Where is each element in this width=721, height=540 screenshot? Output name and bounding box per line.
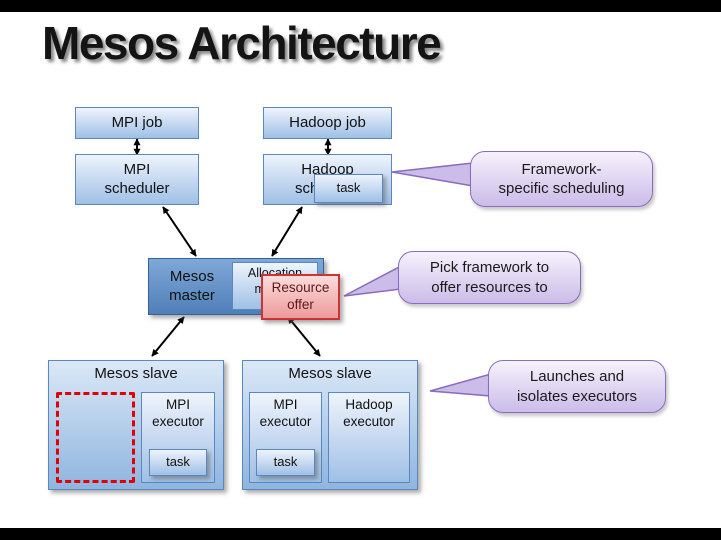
arrow-master-slave-right <box>287 316 321 357</box>
node-mpi-executor-right-label: MPI executor <box>259 397 312 429</box>
node-scheduler-task-label: task <box>336 180 361 196</box>
callout-launches-text: Launches and isolates executors <box>516 368 638 405</box>
bottom-black-bar <box>0 528 721 540</box>
callout-tail-framework <box>391 162 474 187</box>
callout-tail-launches <box>429 373 492 397</box>
callout-framework-text: Framework- specific scheduling <box>498 160 625 198</box>
node-mpi-executor-left-label: MPI executor <box>152 397 204 429</box>
node-mesos-slave-right-label: Mesos slave <box>288 365 372 382</box>
empty-executor-slot-dashed-outline <box>56 392 135 483</box>
node-mesos-master-label: Mesos master <box>169 267 215 304</box>
arrow-mpi-scheduler-master <box>162 206 197 257</box>
callout-tail-pick <box>343 264 402 297</box>
node-hadoop-executor: Hadoop executor <box>328 392 410 483</box>
node-hadoop-job: Hadoop job <box>263 107 392 139</box>
node-resource-offer-label: Resource offer <box>271 280 330 312</box>
node-mesos-slave-left-label: Mesos slave <box>94 365 178 382</box>
node-resource-offer: Resource offer <box>261 274 340 320</box>
node-task-left-label: task <box>166 454 190 470</box>
node-hadoop-executor-label: Hadoop executor <box>343 397 395 429</box>
callout-framework-specific-scheduling: Framework- specific scheduling <box>470 151 653 207</box>
node-mpi-scheduler-label: MPI scheduler <box>104 160 170 197</box>
node-hadoop-job-label: Hadoop job <box>289 113 366 131</box>
callout-pick-text: Pick framework to offer resources to <box>429 259 550 296</box>
node-task-right-label: task <box>273 454 298 470</box>
node-scheduler-task: task <box>314 174 383 203</box>
node-mesos-master-title: Mesos master <box>148 258 236 315</box>
callout-pick-framework: Pick framework to offer resources to <box>398 251 581 304</box>
arrow-master-slave-left <box>151 316 185 357</box>
callout-launches-executors: Launches and isolates executors <box>488 360 666 413</box>
top-black-bar <box>0 0 721 12</box>
slide-title: Mesos Architecture <box>42 17 442 69</box>
node-task-right: task <box>256 449 315 476</box>
node-mpi-scheduler: MPI scheduler <box>75 154 199 205</box>
node-mpi-job: MPI job <box>75 107 199 139</box>
node-mpi-job-label: MPI job <box>111 113 163 131</box>
arrow-hadoop-scheduler-master <box>271 206 303 257</box>
node-task-left: task <box>149 449 207 476</box>
